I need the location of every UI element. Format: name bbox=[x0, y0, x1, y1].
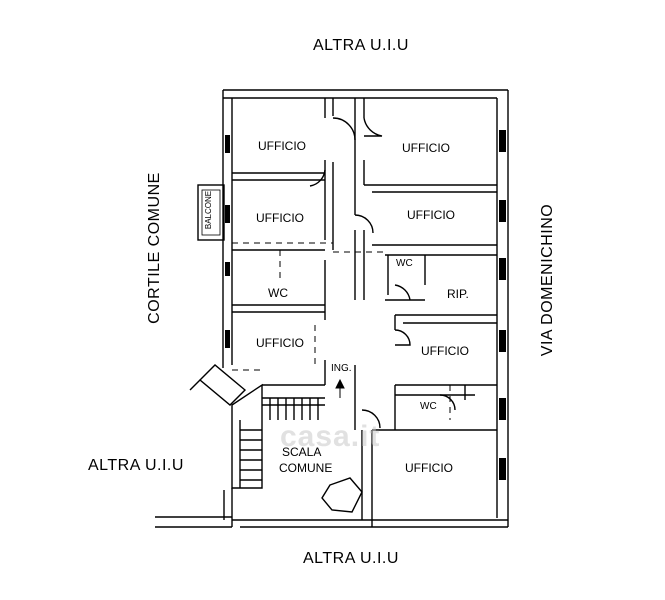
balcony bbox=[197, 184, 225, 241]
entrance-arrow bbox=[335, 378, 345, 398]
room-scala-line2: COMUNE bbox=[279, 461, 333, 475]
room-wc-center: WC bbox=[396, 258, 413, 269]
label-street: VIA DOMENICHINO bbox=[539, 203, 556, 357]
label-courtyard: CORTILE COMUNE bbox=[146, 172, 163, 324]
room-rip: RIP. bbox=[447, 287, 469, 301]
room-ufficio-6: UFFICIO bbox=[421, 344, 469, 358]
room-wc-left: WC bbox=[268, 286, 288, 300]
room-ufficio-4: UFFICIO bbox=[407, 208, 455, 222]
label-bottom-neighbor: ALTRA U.I.U bbox=[303, 550, 399, 567]
room-ufficio-1: UFFICIO bbox=[258, 139, 306, 153]
room-wc-right: WC bbox=[420, 401, 437, 412]
room-ufficio-7: UFFICIO bbox=[405, 461, 453, 475]
label-left-neighbor: ALTRA U.I.U bbox=[88, 457, 184, 474]
room-ufficio-5: UFFICIO bbox=[256, 336, 304, 350]
label-balcony: BALCONE bbox=[204, 190, 213, 230]
room-ufficio-2: UFFICIO bbox=[402, 141, 450, 155]
room-scala-line1: SCALA bbox=[282, 445, 322, 459]
room-ufficio-3: UFFICIO bbox=[256, 211, 304, 225]
watermark: casa.it bbox=[280, 420, 381, 453]
label-entrance: ING. bbox=[331, 363, 352, 374]
label-top-neighbor: ALTRA U.I.U bbox=[313, 37, 409, 54]
